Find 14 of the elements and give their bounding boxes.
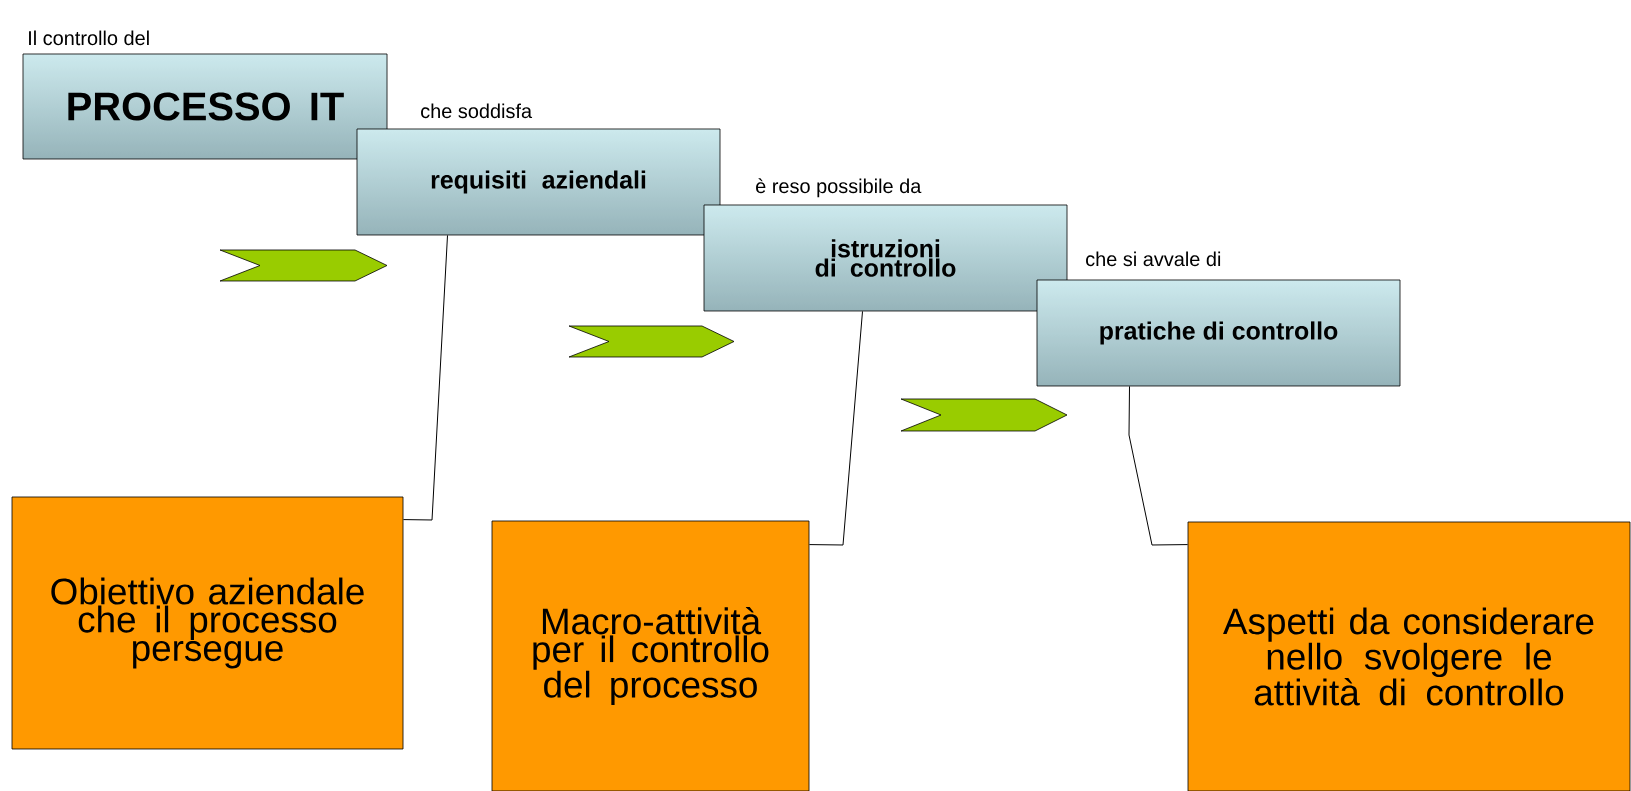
description-box: Macro-attività per il controllo del processo bbox=[491, 520, 810, 791]
process-box: istruzioni di controllo bbox=[703, 204, 1068, 312]
leader-line bbox=[1128, 385, 1189, 546]
connecting-phrase: Il controllo del bbox=[29, 30, 149, 46]
connecting-phrase: che si avvale di bbox=[1086, 251, 1221, 267]
process-box: PROCESSO IT bbox=[22, 53, 388, 160]
description-box: Obiettivo aziendale che il processo persegue bbox=[11, 496, 404, 750]
leader-line bbox=[808, 310, 863, 546]
process-box: requisiti aziendali bbox=[356, 128, 721, 236]
leader-line bbox=[402, 234, 448, 521]
connecting-phrase: che soddisfa bbox=[421, 103, 533, 119]
process-box: pratiche di controllo bbox=[1036, 279, 1401, 387]
description-box: Aspetti da considerare nello svolgere le attività di controllo bbox=[1187, 521, 1631, 791]
connecting-phrase: è reso possibile da bbox=[756, 178, 922, 198]
